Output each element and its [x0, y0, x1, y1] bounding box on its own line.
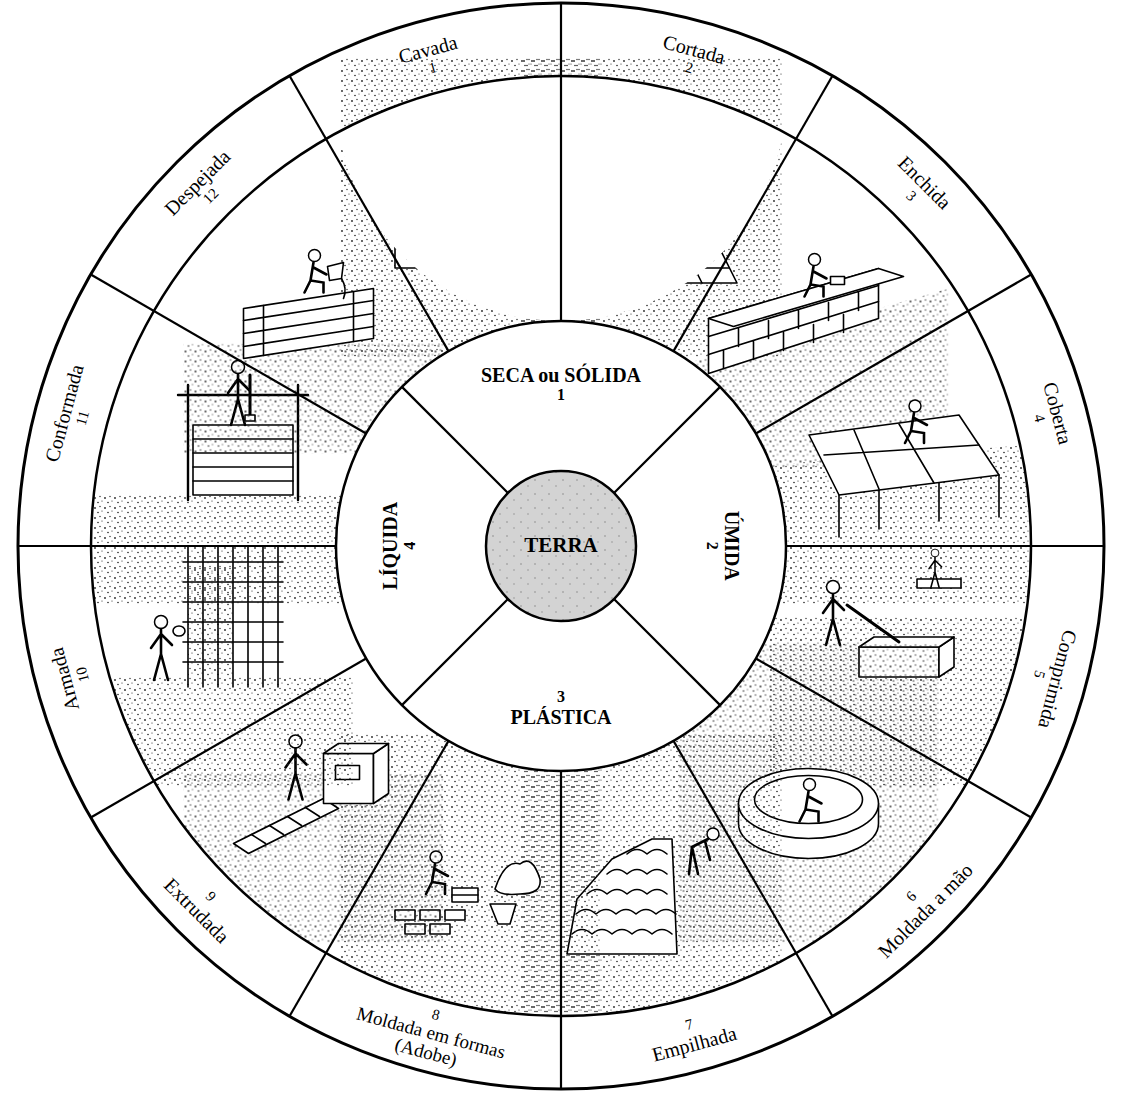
node-label: PLÁSTICA [461, 706, 661, 728]
filled-scene [709, 269, 904, 327]
stacked-scene [689, 828, 719, 874]
node-number: 3 [838, 123, 984, 269]
method-band: Cavada1 [333, 14, 526, 100]
method-band: Conformada11 [29, 318, 115, 511]
covered-scene [905, 400, 927, 443]
filled-scene [805, 254, 827, 297]
state-quadrant: 3PLÁSTICA [461, 688, 661, 728]
sector-dividers [91, 275, 366, 434]
node-label: Enchida [850, 107, 1000, 257]
compressed-scene [847, 605, 899, 642]
dug-scene [395, 156, 545, 268]
sector-dividers [560, 3, 562, 321]
node-label: Despejada [122, 107, 272, 257]
method-band: 6Moldada a mão [838, 823, 1000, 985]
sector-dividers [674, 741, 833, 1016]
sector-dividers [18, 3, 1104, 1089]
method-band: Despejada12 [122, 107, 284, 269]
method-band: Armada10 [29, 580, 115, 773]
cut-scene [579, 223, 729, 283]
node-number: 2 [703, 446, 721, 646]
poured-scene [328, 263, 344, 281]
node-label: LÍQUIDA [379, 446, 401, 646]
node-label: Moldada a mão [850, 835, 1000, 985]
filled-scene [709, 286, 879, 369]
node-number: 9 [138, 823, 284, 969]
method-band: Cortada2 [595, 14, 788, 100]
sector-dividers [290, 76, 449, 351]
adobe-scene [452, 894, 478, 896]
state-dividers [402, 387, 720, 705]
dug-scene [441, 213, 463, 256]
node-label: ÚMIDA [721, 446, 743, 646]
sector-dividers [674, 76, 833, 351]
state-dividers [402, 387, 508, 493]
covered-scene [809, 415, 999, 495]
node-label: Moldada em formas (Adobe) [338, 1000, 518, 1086]
dug-scene [412, 236, 482, 258]
node-label: SECA ou SÓLIDA [461, 364, 661, 386]
compressed-scene [929, 549, 942, 588]
node-number: 6 [838, 823, 984, 969]
method-band: 9Extrudada [122, 823, 284, 985]
extruded-scene [252, 808, 320, 844]
adobe-scene [452, 888, 478, 902]
node-label: Extrudada [122, 835, 272, 985]
extruded-scene [184, 774, 444, 944]
extruded-scene [234, 799, 339, 854]
poured-scene [244, 289, 374, 359]
rammed-scene [93, 495, 353, 605]
center-circle: TERRA [496, 534, 626, 557]
cut-scene [632, 159, 653, 224]
state-dividers [614, 387, 720, 493]
wattle-scene [93, 677, 353, 787]
dug-scene [500, 183, 522, 207]
method-band: 7Empilhada [595, 992, 788, 1078]
state-quadrant: LÍQUIDA4 [379, 446, 419, 646]
state-quadrant: SECA ou SÓLIDA1 [461, 364, 661, 404]
outer-ring [18, 3, 1104, 1089]
sector-dividers [290, 741, 449, 1016]
adobe-scene [490, 904, 516, 924]
cut-scene [572, 223, 737, 283]
node-number: 12 [138, 123, 284, 269]
covered-scene [769, 400, 1029, 605]
cut-scene [653, 188, 660, 222]
state-quadrant: ÚMIDA2 [703, 446, 743, 646]
covered-scene [824, 424, 979, 489]
wattle-scene [151, 616, 172, 681]
poured-scene [305, 250, 327, 293]
compressed-scene [823, 581, 844, 646]
adobe-scene [495, 861, 540, 894]
filled-scene [831, 277, 845, 285]
sector-dividers [560, 771, 562, 1089]
state-dividers [402, 599, 508, 705]
node-number: 4 [401, 446, 419, 646]
sector-dividers [18, 545, 336, 547]
earth-disc [486, 471, 636, 621]
method-band: Comprimida5 [1007, 580, 1093, 773]
state-ring [336, 321, 786, 771]
sector-dividers [756, 275, 1031, 434]
adobe-scene [445, 910, 465, 920]
sector-dividers [786, 545, 1104, 547]
wattle-scene [173, 626, 185, 636]
poured-scene [244, 292, 374, 356]
sector-dividers [91, 659, 366, 818]
method-band: 8Moldada em formas (Adobe) [338, 984, 522, 1086]
node-number: 1 [461, 386, 661, 404]
sector-dividers [756, 659, 1031, 818]
method-band: Coberta4 [1007, 318, 1093, 511]
node-label: TERRA [496, 534, 626, 557]
poured-scene [342, 279, 346, 299]
node-number: 3 [461, 688, 661, 706]
state-dividers [614, 599, 720, 705]
hand-molded-scene [800, 779, 822, 822]
method-band: Enchida3 [838, 107, 1000, 269]
